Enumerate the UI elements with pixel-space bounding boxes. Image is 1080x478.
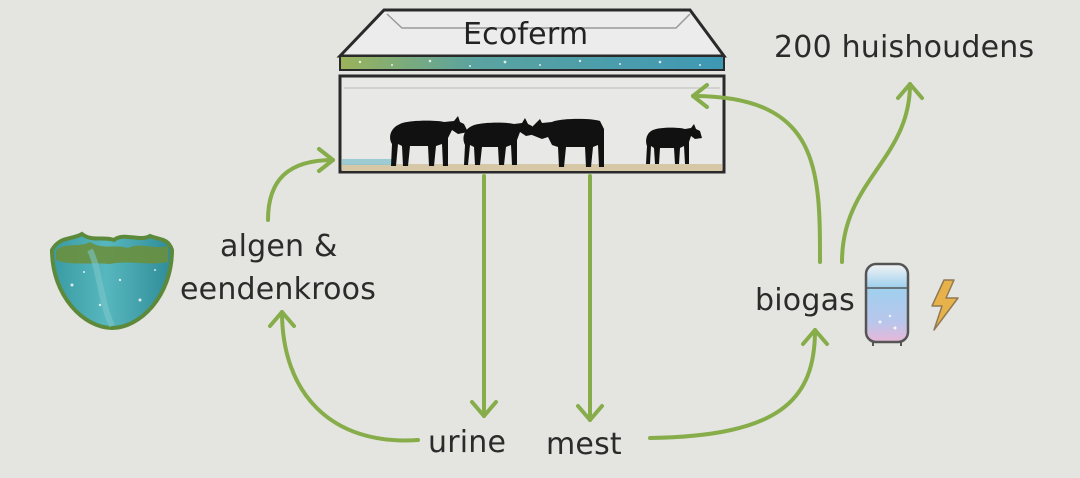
cow-icon: [646, 124, 702, 164]
algae-label-line2: eendenkroos: [180, 272, 377, 307]
cow-icon: [530, 118, 604, 167]
arrow-algen-to-barn: [266, 158, 335, 222]
lightning-icon: [931, 279, 959, 331]
barn-body: [338, 74, 726, 174]
ecoferm-barn: [336, 8, 727, 174]
algae-bowl-icon: [49, 231, 175, 331]
flow-arrows: [266, 82, 924, 443]
biogas-tank-icon: [864, 262, 910, 346]
cow-icon: [463, 118, 536, 165]
barn-title: Ecoferm: [463, 17, 589, 52]
algae-label-line1: algen &: [220, 229, 338, 264]
manure-label: mest: [546, 427, 622, 462]
arrow-urine-to-algen: [280, 310, 420, 443]
biogas-label: biogas: [755, 283, 855, 318]
households-label: 200 huishoudens: [774, 30, 1035, 65]
urine-label: urine: [428, 425, 507, 460]
barn-floor: [342, 164, 722, 171]
arrow-biogas-to-households: [840, 82, 912, 264]
cow-icon: [390, 116, 468, 166]
arrow-mest-to-biogas: [648, 328, 817, 440]
algae-tray: [342, 159, 392, 165]
barn-water-band: [339, 55, 725, 71]
arrow-biogas-to-barn: [691, 94, 822, 264]
